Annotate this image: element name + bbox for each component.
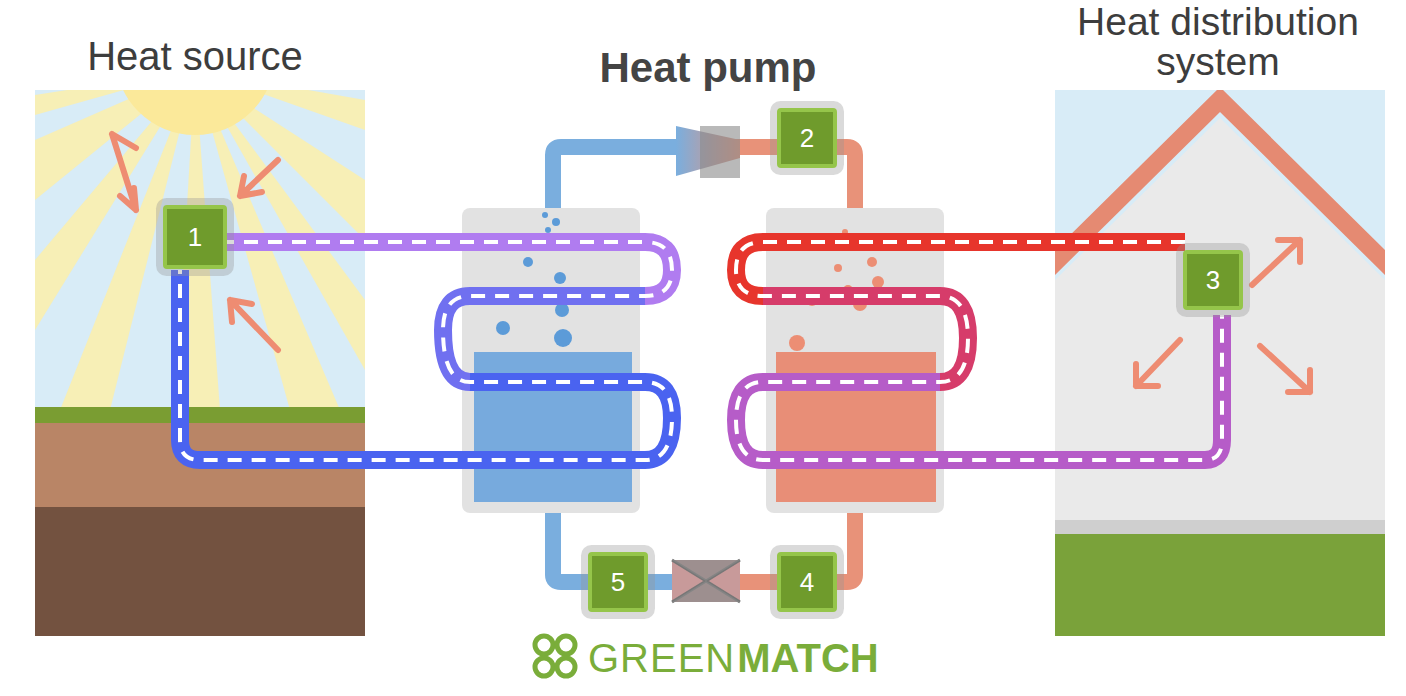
callout-box: 3 <box>1183 250 1243 310</box>
callout-number: 1 <box>188 222 202 253</box>
section-heading: Heat distribution system <box>1048 2 1388 82</box>
callout-number: 4 <box>800 567 814 598</box>
callout-box: 4 <box>777 552 837 612</box>
callout-box: 5 <box>588 552 648 612</box>
callout-number: 5 <box>611 567 625 598</box>
logo-word: GREEN <box>588 636 735 681</box>
section-heading: Heat source <box>30 34 360 79</box>
callout-box: 2 <box>777 108 837 168</box>
callout-box: 1 <box>163 205 227 269</box>
logo-word: MATCH <box>737 636 878 681</box>
callout-number: 2 <box>800 123 814 154</box>
diagram-title: Heat pump <box>599 44 816 92</box>
callout-number: 3 <box>1206 265 1220 296</box>
